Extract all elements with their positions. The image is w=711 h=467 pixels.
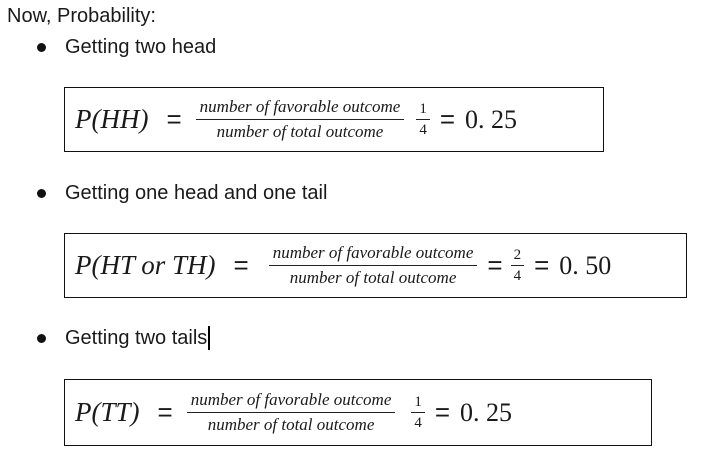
equals-sign: = — [434, 397, 451, 427]
text-cursor — [208, 326, 211, 350]
fraction: number of favorable outcome number of to… — [195, 97, 405, 142]
bullet-icon — [37, 42, 46, 52]
fraction-numerator: number of favorable outcome — [195, 97, 405, 120]
fraction: number of favorable outcome number of to… — [268, 243, 478, 288]
equals-sign: = — [166, 104, 182, 134]
fraction-numerator: number of favorable outcome — [186, 390, 396, 413]
fraction-denominator: number of total outcome — [289, 268, 457, 287]
value-denominator: 4 — [419, 121, 427, 138]
formula-box-two-heads: P(HH) = number of favorable outcome numb… — [64, 87, 604, 152]
value-numerator: 1 — [416, 101, 430, 120]
value-numerator: 2 — [510, 247, 525, 266]
formula-box-one-head-one-tail: P(HT or TH) = number of favorable outcom… — [64, 233, 687, 298]
formula-result: 0. 25 — [465, 104, 518, 134]
formula-lhs: P(TT) — [75, 397, 140, 427]
formula-result: 0. 50 — [559, 250, 612, 280]
section-heading: Now, Probability: — [7, 5, 156, 27]
equals-sign: = — [157, 397, 173, 427]
fraction-numerator: number of favorable outcome — [268, 243, 478, 266]
fraction: number of favorable outcome number of to… — [186, 390, 396, 435]
value-fraction: 2 4 — [510, 247, 525, 285]
value-fraction: 1 4 — [416, 101, 430, 139]
value-numerator: 1 — [411, 394, 425, 413]
fraction-denominator: number of total outcome — [216, 122, 384, 141]
bullet-icon — [37, 188, 46, 198]
value-denominator: 4 — [513, 267, 522, 284]
bullet-item-two-tails[interactable]: Getting two tails — [37, 326, 211, 350]
equals-sign: = — [439, 104, 456, 134]
bullet-label[interactable]: Getting two tails — [65, 327, 208, 349]
formula-result: 0. 25 — [460, 397, 513, 427]
value-fraction: 1 4 — [411, 394, 425, 432]
bullet-icon — [37, 333, 46, 343]
equals-sign: = — [487, 250, 503, 280]
formula-lhs: P(HH) — [75, 104, 149, 134]
value-denominator: 4 — [414, 414, 422, 431]
formula-lhs: P(HT or TH) — [75, 250, 216, 280]
bullet-item-one-head-one-tail: Getting one head and one tail — [37, 181, 327, 205]
equals-sign: = — [233, 250, 249, 280]
fraction-denominator: number of total outcome — [207, 415, 375, 434]
bullet-label: Getting two head — [65, 36, 217, 58]
equals-sign: = — [534, 250, 550, 280]
formula-box-two-tails: P(TT) = number of favorable outcome numb… — [64, 379, 652, 446]
bullet-label: Getting one head and one tail — [65, 182, 328, 204]
bullet-item-two-heads: Getting two head — [37, 35, 216, 59]
